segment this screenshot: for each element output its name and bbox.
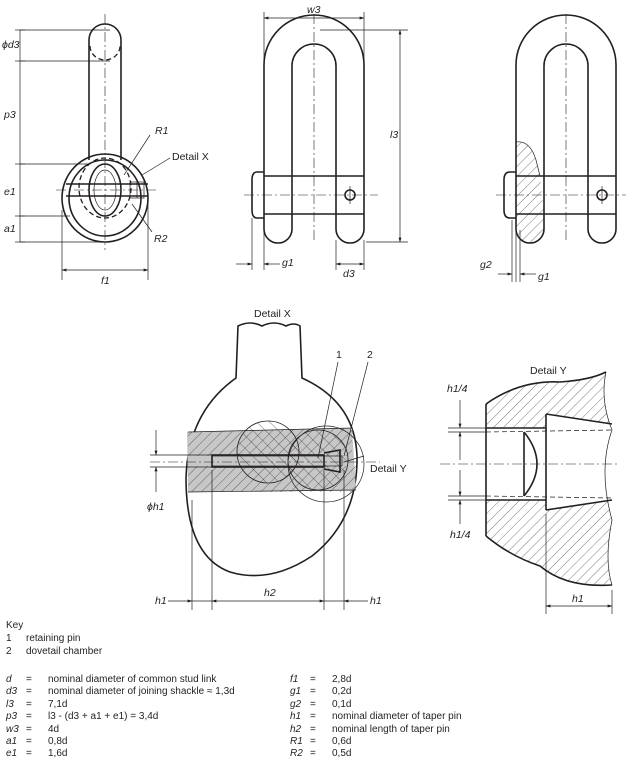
definition-text: 0,1d bbox=[332, 698, 352, 710]
label-g2: g2 bbox=[480, 259, 492, 271]
detail-y: Detail Y h1/4 h1/4 h1 bbox=[440, 365, 620, 614]
definition-equals: = bbox=[310, 674, 316, 685]
technical-drawing: ϕd3 p3 e1 a1 f1 R1 R2 Detail X bbox=[2, 4, 626, 614]
definition-text: nominal diameter of taper pin bbox=[332, 711, 462, 723]
callout-detail-y: Detail Y bbox=[370, 463, 407, 475]
label-phi-h1: ϕh1 bbox=[147, 501, 165, 513]
definition-row: h1 = nominal diameter of taper pin bbox=[290, 711, 462, 723]
label-f1: f1 bbox=[101, 275, 110, 287]
label-R2: R2 bbox=[154, 233, 168, 245]
definition-equals: = bbox=[310, 723, 316, 735]
label-h1-4-bottom: h1/4 bbox=[450, 529, 471, 541]
definition-equals: = bbox=[26, 711, 32, 723]
definition-row: f1 = 2,8d bbox=[290, 674, 462, 686]
definition-equals: = bbox=[310, 686, 316, 698]
definition-text: nominal diameter of common stud link bbox=[48, 674, 217, 685]
detail-y-title: Detail Y bbox=[530, 365, 567, 377]
key-item-text: retaining pin bbox=[26, 633, 81, 645]
definition-row: e1 = 1,6d bbox=[6, 748, 290, 760]
definition-text: 0,2d bbox=[332, 686, 352, 698]
definitions-left-column: d = nominal diameter of common stud link d… bbox=[6, 674, 290, 761]
label-h1-right: h1 bbox=[370, 595, 382, 607]
label-w3: w3 bbox=[307, 4, 321, 16]
item-label-1: 1 bbox=[336, 349, 342, 361]
definition-row: d = nominal diameter of common stud link bbox=[6, 674, 290, 686]
definition-symbol: f1 bbox=[290, 674, 299, 685]
definition-symbol: d bbox=[6, 674, 12, 685]
side-view-middle: w3 l3 g1 d3 bbox=[236, 4, 408, 280]
symbol-definitions: d = nominal diameter of common stud link d… bbox=[6, 674, 626, 761]
label-h1-left: h1 bbox=[155, 595, 167, 607]
definition-row: h2 = nominal length of taper pin bbox=[290, 724, 462, 736]
key-item-number: 1 bbox=[6, 633, 12, 645]
definition-text: 7,1d bbox=[48, 698, 68, 710]
definition-row: p3 = l3 - (d3 + a1 + e1) = 3,4d bbox=[6, 711, 290, 723]
key-item-number: 2 bbox=[6, 645, 12, 657]
key-title: Key bbox=[6, 620, 24, 631]
definition-symbol: l3 bbox=[6, 698, 14, 710]
label-l3: l3 bbox=[390, 129, 398, 141]
item-label-2: 2 bbox=[367, 349, 373, 361]
label-h1-4-top: h1/4 bbox=[447, 383, 468, 395]
label-p3: p3 bbox=[3, 109, 16, 121]
label-e1: e1 bbox=[4, 186, 16, 198]
definition-row: a1 = 0,8d bbox=[6, 736, 290, 748]
definition-symbol: h1 bbox=[290, 711, 302, 723]
definition-row: R1 = 0,6d bbox=[290, 736, 462, 748]
label-R1: R1 bbox=[155, 125, 168, 137]
definition-equals: = bbox=[310, 711, 316, 723]
label-h2: h2 bbox=[264, 587, 276, 599]
definition-row: d3 = nominal diameter of joining shackle ≈… bbox=[6, 686, 290, 698]
definition-text: nominal diameter of joining shackle ≈ 1,… bbox=[48, 686, 235, 698]
definition-text: 1,6d bbox=[48, 748, 68, 760]
section-view-right: g2 g1 bbox=[480, 14, 626, 283]
definitions-right-column: f1 = 2,8d g1 = 0,2d g2 = 0,1d h1 = nominal diame… bbox=[290, 674, 462, 761]
front-view-left: ϕd3 p3 e1 a1 f1 R1 R2 Detail X bbox=[2, 14, 209, 287]
label-a1: a1 bbox=[4, 223, 16, 235]
definition-symbol: a1 bbox=[6, 736, 18, 748]
key-item-text: dovetail chamber bbox=[26, 645, 103, 657]
definition-equals: = bbox=[26, 723, 32, 735]
definition-equals: = bbox=[26, 674, 32, 685]
label-phi-d3: ϕd3 bbox=[2, 39, 20, 51]
key-legend: Key 1 retaining pin 2 dovetail chamber bbox=[6, 620, 606, 658]
definition-equals: = bbox=[26, 736, 32, 748]
key-item-2: 2 dovetail chamber bbox=[6, 646, 606, 658]
definition-equals: = bbox=[26, 698, 32, 710]
detail-x: Detail X 1 2 Detail Y ϕh1 h1 h2 h1 bbox=[147, 308, 407, 610]
definition-text: l3 - (d3 + a1 + e1) = 3,4d bbox=[48, 711, 159, 723]
definition-symbol: p3 bbox=[6, 711, 18, 723]
definition-row: R2 = 0,5d bbox=[290, 748, 462, 760]
definition-text: 4d bbox=[48, 723, 60, 735]
definition-equals: = bbox=[310, 748, 316, 760]
definition-row: g1 = 0,2d bbox=[290, 686, 462, 698]
definition-text: 0,5d bbox=[332, 748, 352, 760]
label-g1-right: g1 bbox=[538, 271, 550, 283]
definition-row: l3 = 7,1d bbox=[6, 699, 290, 711]
definition-symbol: R2 bbox=[290, 748, 303, 760]
definition-symbol: e1 bbox=[6, 748, 18, 760]
definition-symbol: d3 bbox=[6, 686, 18, 698]
label-g1: g1 bbox=[282, 257, 294, 269]
detail-x-title: Detail X bbox=[254, 308, 291, 320]
key-item-1: 1 retaining pin bbox=[6, 633, 606, 645]
definition-equals: = bbox=[26, 686, 32, 698]
definition-text: 0,6d bbox=[332, 736, 352, 748]
label-d3: d3 bbox=[343, 268, 355, 280]
definition-row: w3 = 4d bbox=[6, 724, 290, 736]
definition-row: g2 = 0,1d bbox=[290, 699, 462, 711]
definition-symbol: R1 bbox=[290, 736, 303, 748]
definition-text: nominal length of taper pin bbox=[332, 723, 450, 735]
definition-text: 2,8d bbox=[332, 674, 352, 685]
definition-equals: = bbox=[26, 748, 32, 760]
definition-symbol: w3 bbox=[6, 723, 19, 735]
definition-symbol: h2 bbox=[290, 723, 302, 735]
definition-equals: = bbox=[310, 736, 316, 748]
definition-text: 0,8d bbox=[48, 736, 68, 748]
definition-equals: = bbox=[310, 698, 316, 710]
definition-symbol: g1 bbox=[290, 686, 302, 698]
label-h1-y: h1 bbox=[572, 593, 584, 605]
callout-detail-x: Detail X bbox=[172, 151, 209, 163]
definition-symbol: g2 bbox=[290, 698, 302, 710]
